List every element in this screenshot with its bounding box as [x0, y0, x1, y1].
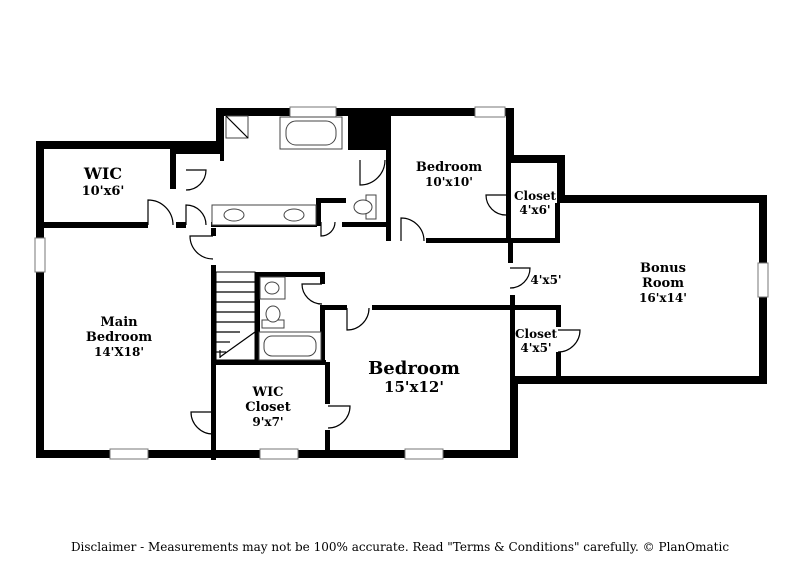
room-closet-mid: Closet 4'x5' [515, 327, 558, 355]
room-size: 10'x6' [82, 184, 125, 199]
room-name: Bedroom [416, 160, 483, 175]
staircase [215, 271, 256, 361]
room-size: 4'x5' [530, 273, 561, 287]
room-bedroom-small: Bedroom 10'x10' [416, 160, 483, 189]
room-size: 14'X18' [94, 345, 144, 359]
door-swing [147, 199, 174, 226]
windows [34, 106, 769, 460]
window [109, 448, 149, 460]
room-name: Main [100, 315, 138, 330]
disclaimer: Disclaimer - Measurements may not be 100… [70, 540, 730, 554]
room-hall-closet: 4'x5' [530, 273, 561, 287]
room-name: WIC [83, 164, 122, 183]
room-size: 4'x5' [520, 341, 551, 355]
room-size: 4'x6' [519, 203, 550, 217]
room-size: 15'x12' [384, 378, 444, 396]
room-name: Bedroom [368, 358, 460, 379]
room-main-bedroom: Main Bedroom 14'X18' [86, 315, 153, 359]
door-swing [189, 235, 214, 260]
door-swing [557, 329, 581, 353]
door-swing [485, 194, 507, 216]
room-size: 10'x10' [425, 175, 473, 189]
window [757, 262, 769, 298]
window [289, 106, 337, 118]
door-swing [320, 221, 336, 237]
room-name: Room [642, 276, 684, 291]
room-name: Closet [245, 400, 291, 415]
door-swing [185, 204, 207, 226]
room-wic-top: WIC 10'x6' [82, 164, 125, 199]
door-swing [509, 267, 531, 289]
room-size: 16'x14' [639, 291, 687, 305]
door-swing [185, 169, 207, 191]
room-size: 9'x7' [252, 415, 283, 429]
room-name: Closet [515, 327, 558, 341]
window [259, 448, 299, 460]
room-closet-top: Closet 4'x6' [514, 189, 557, 217]
room-wic-closet: WIC Closet 9'x7' [245, 385, 291, 429]
door-swing [327, 405, 351, 429]
room-name: WIC [251, 385, 283, 400]
door-swing [190, 411, 214, 435]
room-name: Bedroom [86, 330, 153, 345]
room-name: Closet [514, 189, 557, 203]
door-swing [301, 283, 323, 305]
bathroom-fixtures [211, 115, 377, 361]
door-swing [346, 307, 370, 331]
door-swing [359, 159, 386, 186]
window [474, 106, 506, 118]
doors [147, 159, 581, 435]
door-swing [400, 217, 425, 242]
window [34, 237, 46, 273]
room-bonus: Bonus Room 16'x14' [639, 261, 687, 305]
window [404, 448, 444, 460]
room-name: Bonus [640, 261, 686, 276]
room-bedroom-large: Bedroom 15'x12' [368, 358, 460, 396]
